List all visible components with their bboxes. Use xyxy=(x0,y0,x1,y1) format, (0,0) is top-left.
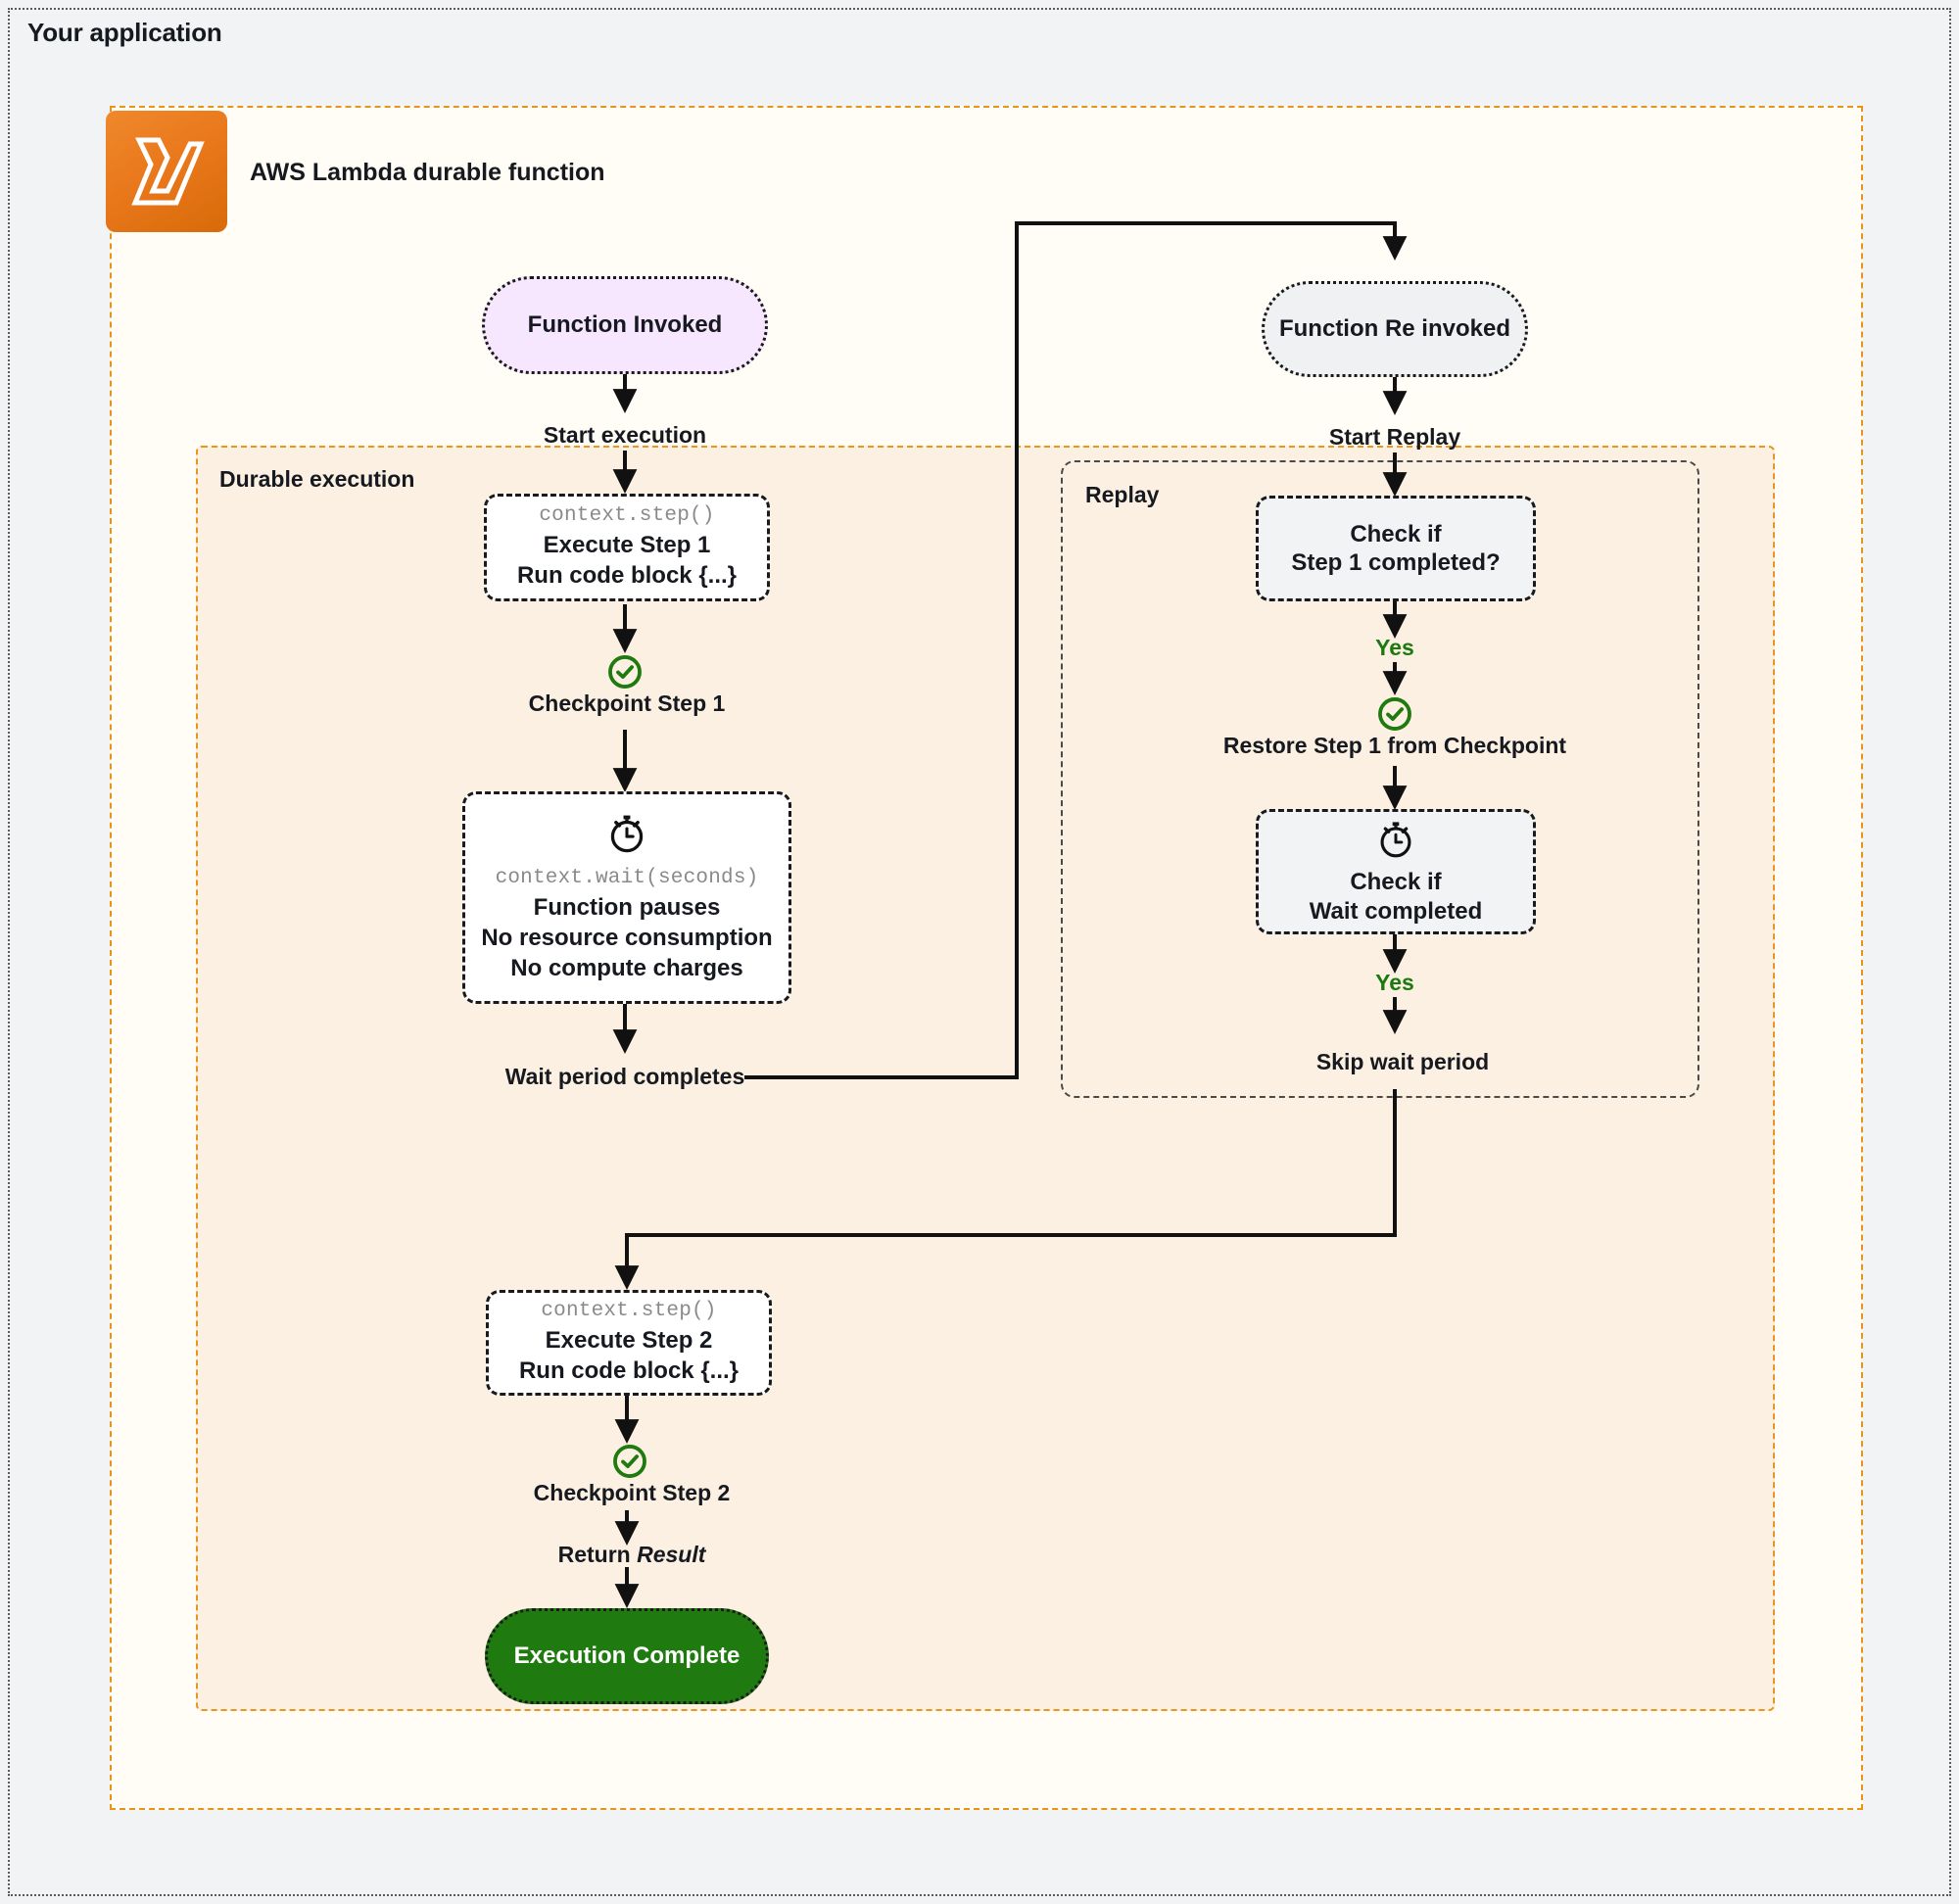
label-wait-period-completes: Wait period completes xyxy=(504,1064,745,1089)
label-checkpoint-step-2: Checkpoint Step 2 xyxy=(533,1480,731,1505)
node-check-wait-line1: Check if xyxy=(1350,869,1442,896)
check-circle-icon xyxy=(1376,695,1413,738)
label-yes-step-1: Yes xyxy=(1375,635,1414,660)
label-yes-wait: Yes xyxy=(1375,970,1414,995)
node-execution-complete-label: Execution Complete xyxy=(513,1642,741,1670)
node-execute-step-1-line2: Run code block {...} xyxy=(516,561,738,589)
return-italic-text: Result xyxy=(637,1542,706,1567)
lambda-group-label: AWS Lambda durable function xyxy=(250,159,605,186)
check-circle-icon xyxy=(611,1443,648,1485)
check-circle-icon xyxy=(606,653,644,695)
node-execute-step-2-line2: Run code block {...} xyxy=(518,1357,740,1384)
replay-group-label: Replay xyxy=(1085,482,1160,507)
stopwatch-icon xyxy=(604,811,649,861)
node-execute-step-1-line1: Execute Step 1 xyxy=(543,531,711,558)
node-execute-step-2-line1: Execute Step 2 xyxy=(545,1326,713,1354)
aws-lambda-icon xyxy=(106,111,227,232)
label-restore-step-1: Restore Step 1 from Checkpoint xyxy=(1222,733,1567,758)
node-wait-code: context.wait(seconds) xyxy=(495,867,759,890)
node-function-invoked[interactable]: Function Invoked xyxy=(482,276,768,374)
node-function-reinvoked-label: Function Re invoked xyxy=(1278,315,1510,343)
label-start-execution: Start execution xyxy=(543,422,707,448)
node-execute-step-1[interactable]: context.step() Execute Step 1 Run code b… xyxy=(484,494,770,601)
node-wait-line3: No compute charges xyxy=(510,954,743,981)
node-execute-step-2[interactable]: context.step() Execute Step 2 Run code b… xyxy=(486,1290,772,1396)
stopwatch-icon xyxy=(1374,818,1417,866)
node-check-step-1-line1: Check if xyxy=(1350,520,1442,547)
return-bold-text: Return xyxy=(557,1542,631,1567)
node-wait-line2: No resource consumption xyxy=(481,925,773,952)
node-check-wait-line2: Wait completed xyxy=(1309,897,1483,925)
node-check-wait-completed[interactable]: Check if Wait completed xyxy=(1256,809,1536,934)
label-checkpoint-step-1: Checkpoint Step 1 xyxy=(528,690,726,716)
page-title: Your application xyxy=(27,18,222,47)
label-return-result: Return Result xyxy=(558,1542,706,1568)
node-execution-complete[interactable]: Execution Complete xyxy=(485,1608,769,1704)
node-wait-line1: Function pauses xyxy=(533,894,721,922)
node-function-invoked-label: Function Invoked xyxy=(527,311,723,339)
label-skip-wait-period: Skip wait period xyxy=(1315,1049,1490,1074)
node-execute-step-2-code: context.step() xyxy=(541,1299,717,1322)
node-execute-step-1-code: context.step() xyxy=(539,503,715,527)
node-function-reinvoked[interactable]: Function Re invoked xyxy=(1262,281,1528,377)
label-start-replay: Start Replay xyxy=(1328,424,1461,450)
node-wait[interactable]: context.wait(seconds) Function pauses No… xyxy=(462,791,791,1004)
durable-execution-label: Durable execution xyxy=(219,466,415,492)
node-check-step-1-completed[interactable]: Check if Step 1 completed? xyxy=(1256,496,1536,601)
node-check-step-1-line2: Step 1 completed? xyxy=(1291,549,1501,576)
